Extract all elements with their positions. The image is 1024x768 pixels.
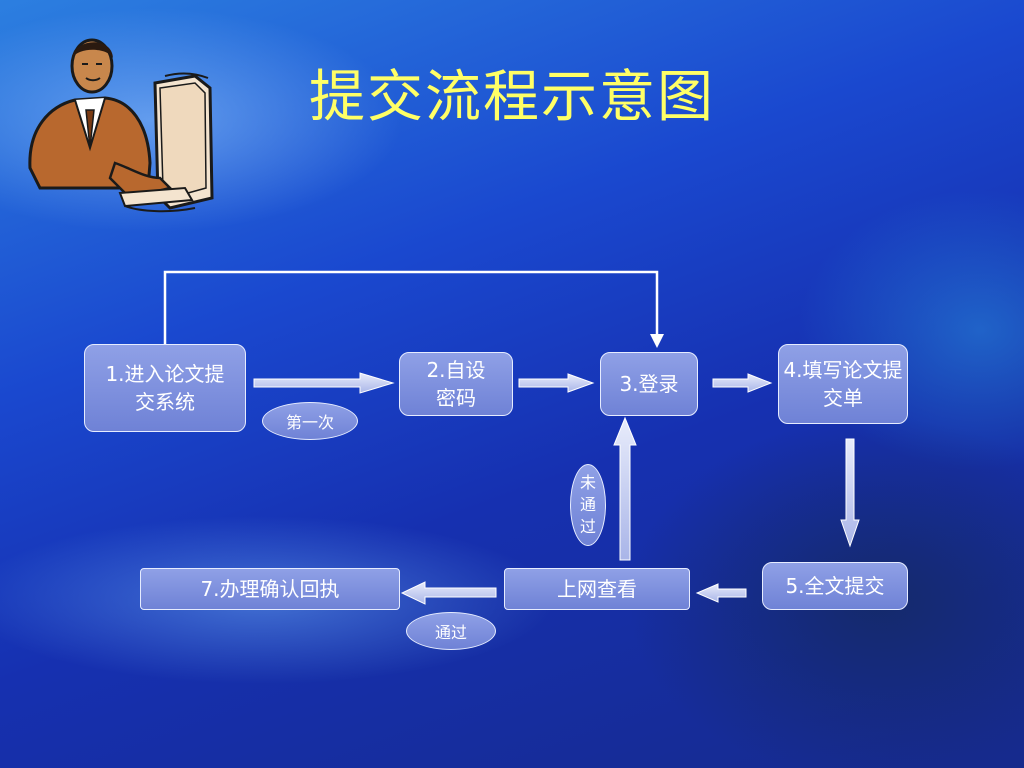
step-2-set-password: 2.自设密码	[399, 352, 513, 416]
arrow-5-to-6	[695, 583, 747, 603]
step-5-label: 5.全文提交	[785, 574, 885, 598]
step-5-submit-fulltext: 5.全文提交	[762, 562, 908, 610]
passed-text: 通过	[434, 623, 467, 642]
step-1-label: 1.进入论文提交系统	[105, 362, 225, 414]
step-4-fill-form: 4.填写论文提交单	[778, 344, 908, 424]
arrow-6-to-7	[400, 581, 497, 605]
bypass-line	[163, 270, 659, 345]
arrow-1-to-2	[253, 372, 395, 394]
step-6-label: 上网查看	[557, 577, 637, 601]
bypass-arrowhead	[650, 334, 664, 348]
label-first-time: 第一次	[262, 402, 358, 440]
step-3-label: 3.登录	[619, 372, 679, 396]
step-7-label: 7.办理确认回执	[200, 577, 340, 601]
label-not-passed: 未通过	[570, 464, 606, 546]
not-passed-text: 未通过	[580, 473, 597, 536]
step-4-label: 4.填写论文提交单	[783, 358, 903, 410]
arrow-4-to-5	[840, 438, 860, 548]
step-7-confirm-receipt: 7.办理确认回执	[140, 568, 400, 610]
arrow-3-to-4	[712, 373, 773, 393]
first-time-text: 第一次	[285, 413, 334, 432]
label-passed: 通过	[406, 612, 496, 650]
man-at-computer-icon	[28, 38, 214, 213]
step-3-login: 3.登录	[600, 352, 698, 416]
step-6-check-online: 上网查看	[504, 568, 690, 610]
arrow-2-to-3	[518, 373, 595, 393]
step-2-label: 2.自设密码	[426, 358, 486, 410]
page-title: 提交流程示意图	[309, 65, 715, 130]
arrow-6-to-3	[613, 416, 637, 561]
step-1-enter-system: 1.进入论文提交系统	[84, 344, 246, 432]
